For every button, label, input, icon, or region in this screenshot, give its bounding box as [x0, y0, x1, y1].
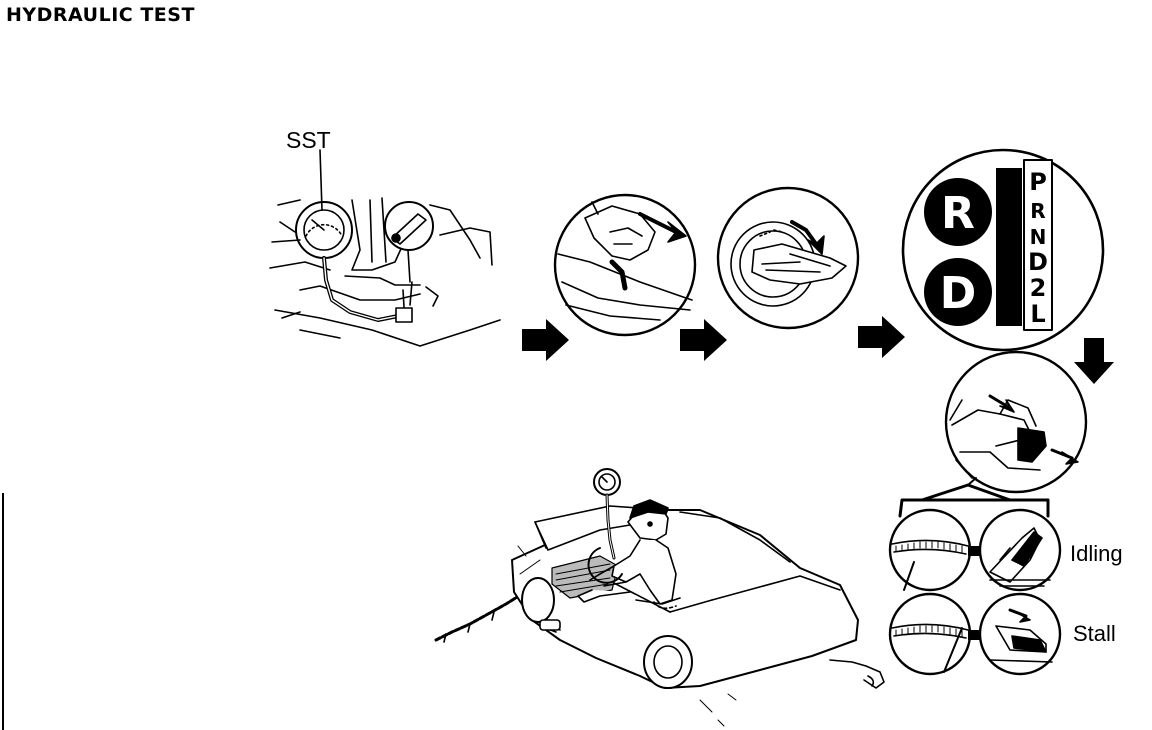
- gear-2: 2: [1030, 274, 1047, 302]
- right-arrow-icon: [858, 316, 905, 358]
- left-margin-line: [2, 493, 4, 730]
- down-arrow-icon: [1074, 338, 1114, 384]
- right-arrow-icon: [680, 319, 727, 361]
- gear-l: L: [1030, 300, 1045, 328]
- idling-comparison: [888, 508, 1062, 592]
- stall-comparison: [888, 592, 1062, 676]
- sst-installation-illustration: [269, 149, 501, 347]
- selector-d-letter: D: [940, 268, 977, 319]
- gear-r: R: [1030, 199, 1045, 223]
- idling-label: Idling: [1070, 541, 1123, 566]
- gear-p: P: [1029, 168, 1047, 196]
- pedal-step: [944, 350, 1088, 494]
- selector-column: P R N D 2 L: [1028, 168, 1048, 328]
- right-arrow-icon: [522, 319, 569, 361]
- comparison-bracket: [898, 477, 1050, 518]
- flow-arrows: [522, 316, 1114, 384]
- gear-d: D: [1028, 248, 1048, 276]
- car-test-illustration: [434, 468, 885, 727]
- gear-d-badge: [924, 258, 992, 326]
- selector-r-letter: R: [941, 188, 975, 239]
- sst-label: SST: [286, 127, 331, 153]
- stall-label: Stall: [1073, 621, 1116, 646]
- shift-selector-step: [901, 148, 1105, 352]
- parking-brake-step: [553, 193, 697, 337]
- page-title: HYDRAULIC TEST: [6, 4, 195, 26]
- gear-n: N: [1030, 225, 1047, 249]
- ignition-key-step: [716, 186, 860, 330]
- gear-r-badge: [924, 178, 992, 246]
